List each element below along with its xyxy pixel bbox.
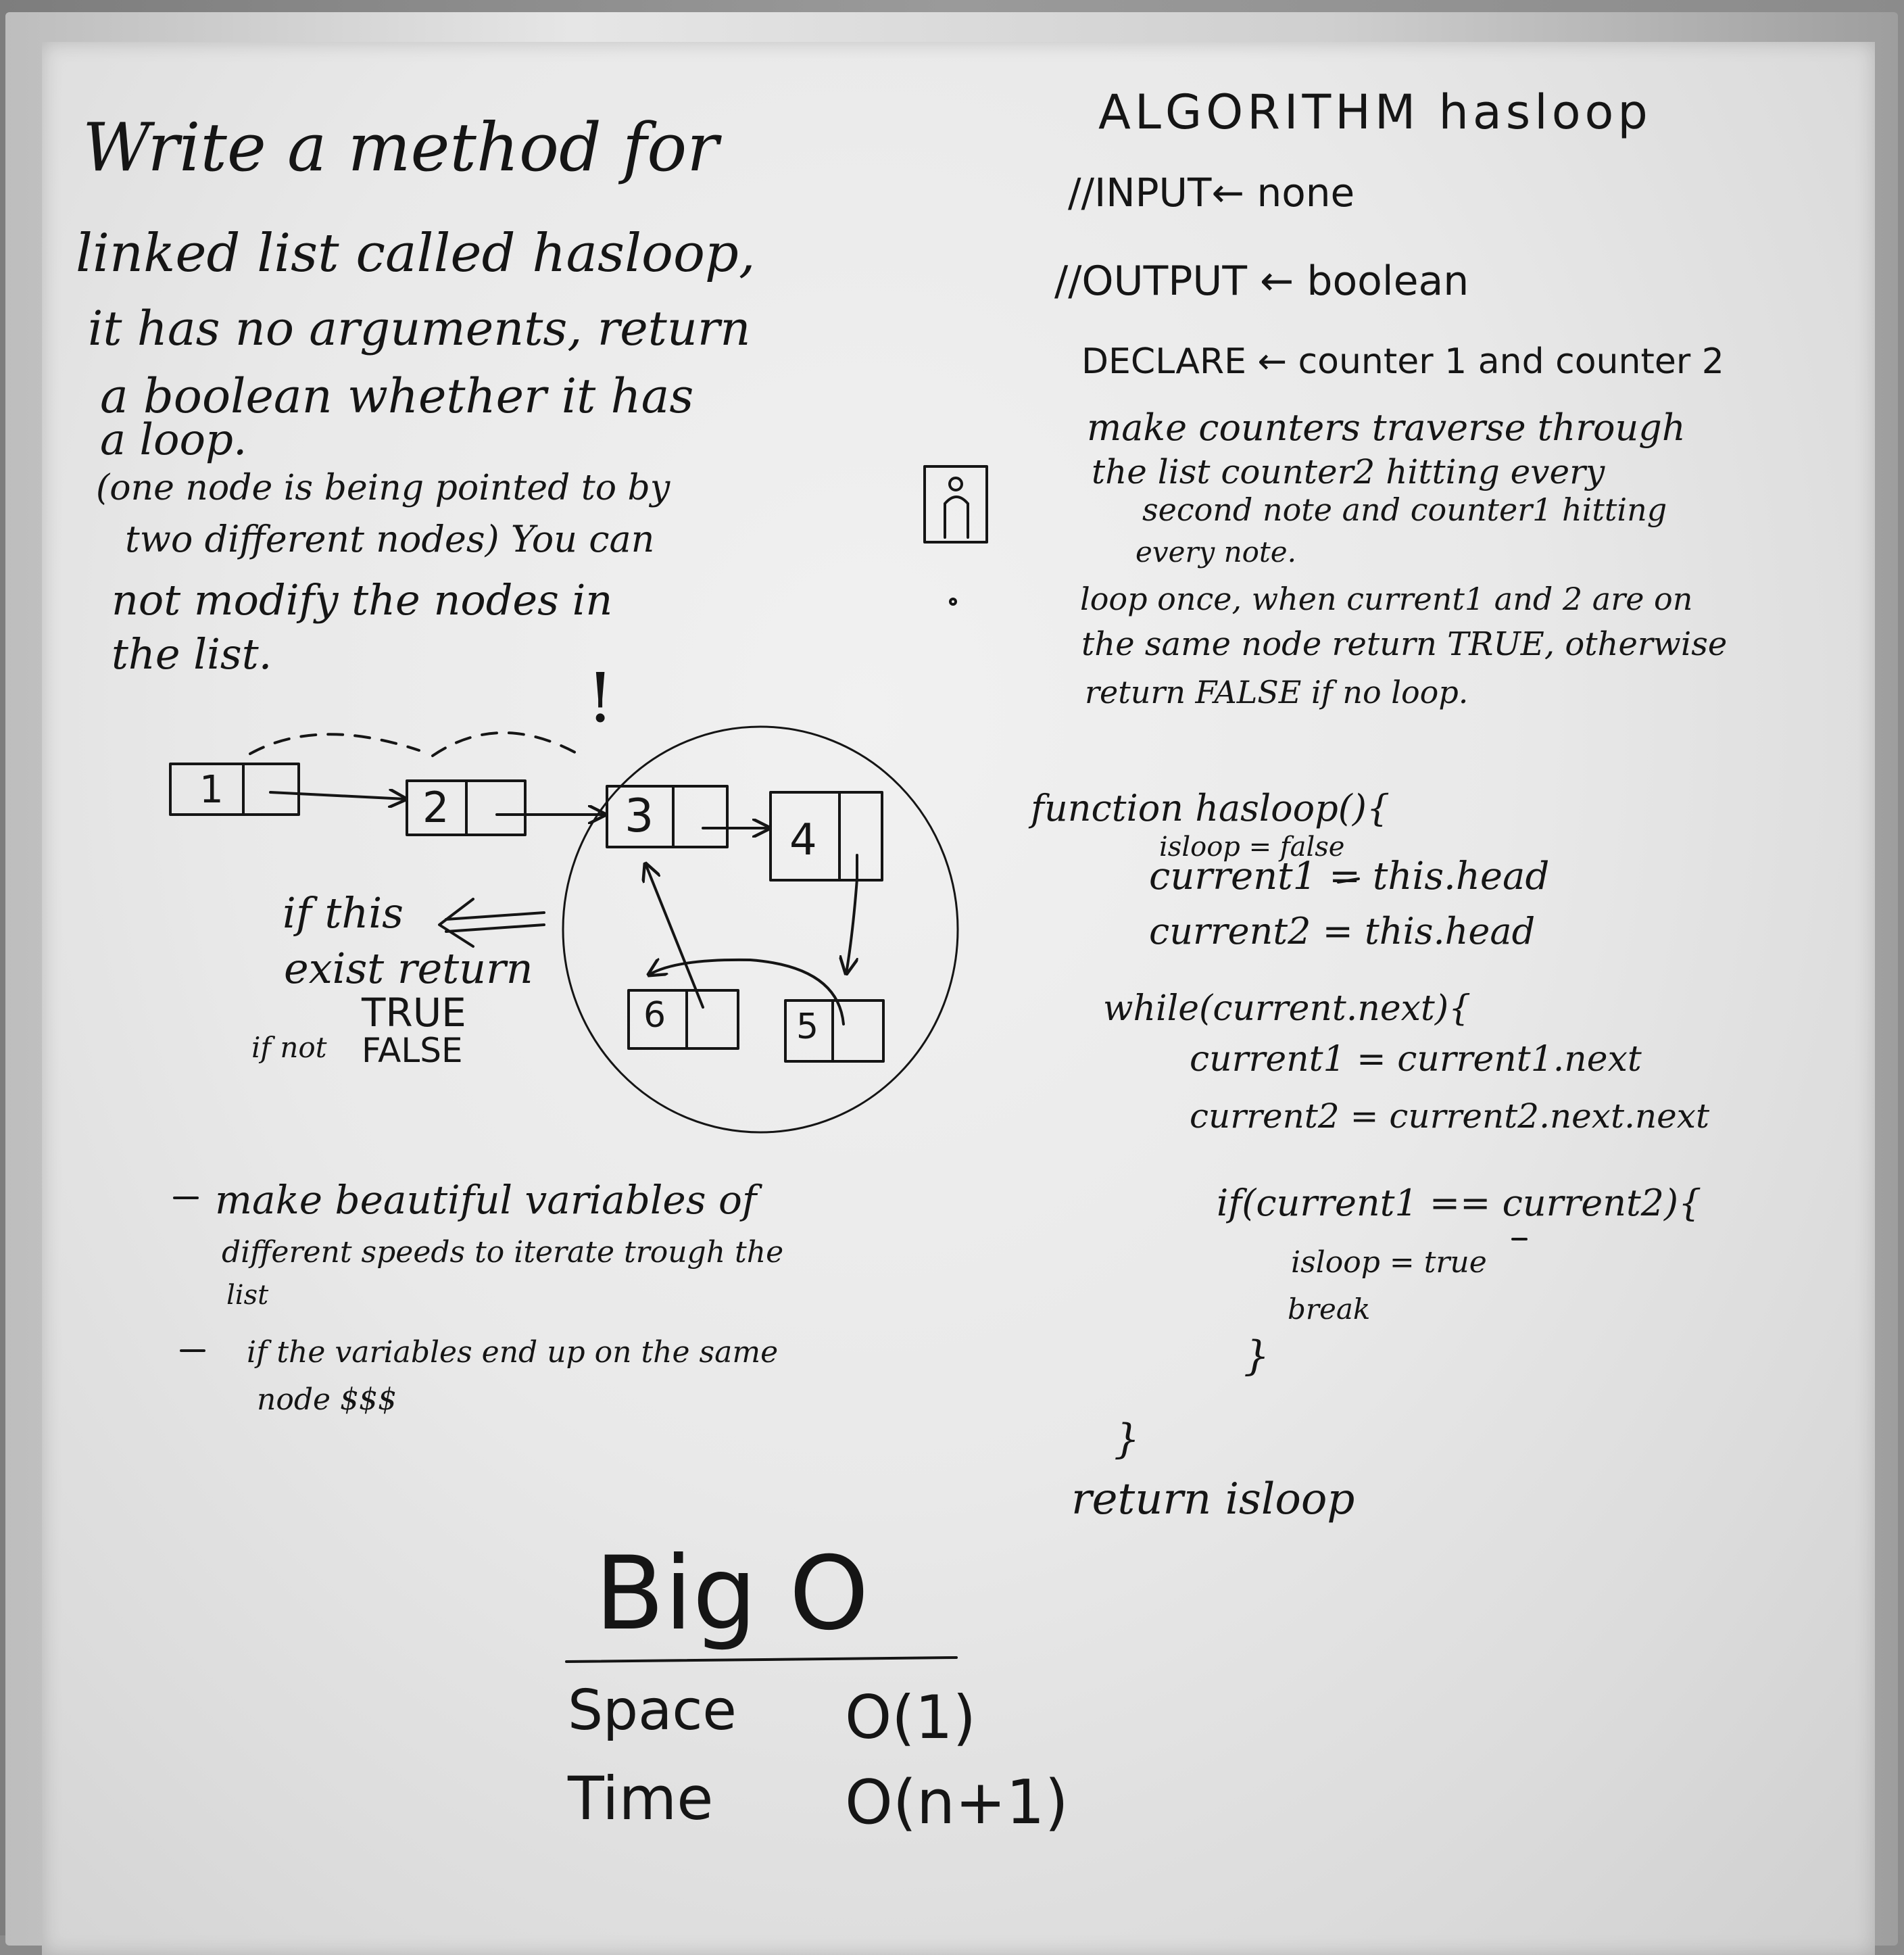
node-5-box [784,999,885,1063]
bigo-underline [565,1656,958,1663]
stray-dot [949,598,957,606]
node-5-value: 5 [796,1007,819,1047]
algorithm-step-7: return FALSE if no loop. [1085,674,1469,710]
algorithm-step-2: the list counter2 hitting every [1092,452,1605,491]
arrow-1-to-2 [269,792,406,799]
algorithm-input: //INPUT← none [1068,170,1355,216]
algorithm-step-6: the same node return TRUE, otherwise [1081,625,1728,663]
bigo-title: Big O [595,1535,869,1653]
exclamation-mark: ! [587,658,614,738]
note-exist-return: exist return [284,944,533,993]
bullet-1-line-2: different speeds to iterate trough the [222,1235,784,1270]
skip-arc-2 [431,731,583,757]
note-if-not: if not [251,1031,327,1064]
loop-circle [562,725,959,1134]
bullet-1-line-1: make beautiful variables of [215,1177,757,1223]
pointer-arrow-line-2 [445,923,545,933]
space-value: O(1) [845,1683,976,1752]
code-line-13: return isloop [1071,1474,1355,1524]
info-icon-dot [948,477,963,491]
space-label: Space [568,1679,737,1743]
algorithm-step-3: second note and counter1 hitting [1142,491,1667,528]
code-line-10: break [1288,1293,1371,1326]
algorithm-step-1: make counters traverse through [1087,406,1686,449]
node-2-value: 2 [422,783,449,832]
time-value: O(n+1) [845,1767,1069,1838]
whiteboard-surface [42,42,1875,1955]
problem-line-2: linked list called hasloop, [76,223,756,284]
bullet-1-line-3: list [226,1280,269,1311]
node-1-box [169,763,300,816]
algorithm-title: ALGORITHM hasloop [1098,85,1652,140]
algorithm-step-5: loop once, when current1 and 2 are on [1080,581,1693,617]
problem-line-1: Write a method for [82,110,719,187]
problem-line-4: a boolean whether it has [100,368,694,424]
code-line-11: } [1244,1332,1270,1380]
node-3-value: 3 [625,790,654,843]
code-line-12: } [1114,1416,1140,1463]
arrow-5-to-6 [649,960,845,1025]
problem-line-9: the list. [112,629,272,679]
code-line-8: if(current1 == current2){ [1217,1182,1702,1224]
code-line-1: function hasloop(){ [1031,787,1390,829]
problem-line-3: it has no arguments, return [88,301,751,356]
time-label: Time [568,1764,714,1833]
code-line-5: while(current.next){ [1103,988,1471,1029]
pointer-arrow-line-1 [445,911,545,921]
problem-line-8: not modify the nodes in [112,575,613,625]
node-4-box [769,791,883,882]
code-line-9: isloop = true [1291,1245,1487,1280]
code-line-3: current1 = this.head [1149,854,1550,898]
node-4-value: 4 [789,815,817,865]
problem-line-6: (one node is being pointed to by [96,468,670,508]
skip-arc-1 [249,733,420,755]
stray-mark [1337,877,1360,884]
pointer-arrow-head [438,898,474,948]
note-false: FALSE [362,1031,463,1070]
node-1-value: 1 [199,768,224,812]
bullet-2-line-2: node $$$ [257,1382,397,1417]
info-icon [923,465,988,544]
note-if-this: if this [283,888,404,938]
algorithm-output: //OUTPUT ← boolean [1054,258,1469,305]
problem-line-5: a loop. [100,415,247,465]
algorithm-step-4: every note. [1136,535,1297,569]
bullet-2-line-1: if the variables end up on the same [247,1335,779,1370]
node-6-value: 6 [643,995,666,1036]
code-line-7: current2 = current2.next.next [1190,1096,1710,1136]
node-3-box [606,785,729,848]
note-true: TRUE [362,990,466,1036]
code-line-6: current1 = current1.next [1190,1039,1642,1080]
arrow-4-to-5 [846,854,858,973]
code-line-4: current2 = this.head [1149,910,1536,952]
problem-line-7: two different nodes) You can [125,518,655,560]
info-icon-glyph [944,496,969,539]
algorithm-declare: DECLARE ← counter 1 and counter 2 [1081,341,1724,382]
code-line-2: isloop = false [1159,831,1345,863]
node-6-box [627,989,739,1050]
arrow-6-to-3 [645,864,704,1009]
